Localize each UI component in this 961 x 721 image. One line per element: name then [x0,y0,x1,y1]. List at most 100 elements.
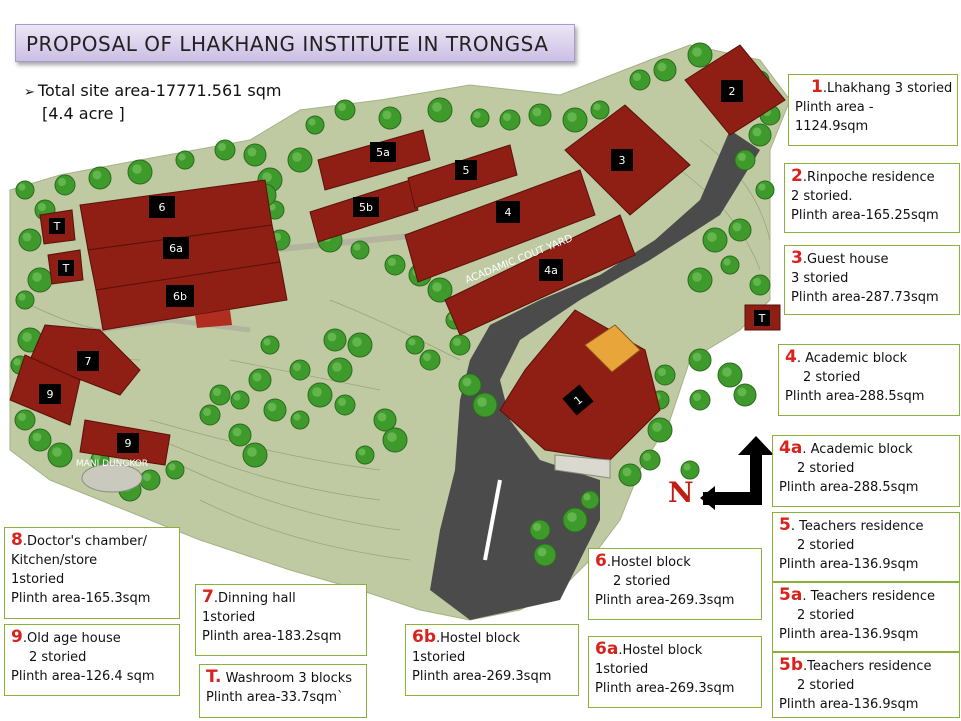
tree-highlight [52,447,62,457]
building-label-text: 4a [544,264,558,277]
building-label-bg [539,259,563,281]
tree-icon [499,109,521,131]
legend-number: T. [206,667,222,687]
building-3-label: 3 [611,149,633,171]
legend-line: 2 storied [803,370,861,385]
building-label-text: 2 [729,85,736,98]
building-7-label: 7 [77,351,99,371]
building-8-label: 9 [39,384,61,404]
legend-line: Plinth area-269.3sqm [412,669,552,684]
tree-icon [199,404,221,426]
tree-icon [419,349,441,371]
tree-highlight [252,372,262,382]
mani-dungkor-base [81,463,143,493]
legend-line: .Hostel block [436,631,520,646]
legend-box-7: 7.Dinning hall 1storied Plinth area-183.… [195,584,367,656]
tree-icon [290,410,310,430]
north-arrow-icon: N [668,436,774,510]
tree-highlight [178,153,186,161]
tree-highlight [377,412,387,422]
legend-box-4a: 4a. Academic block 2 storied Plinth area… [772,435,960,507]
building-2-label: 2 [721,80,743,102]
road-network [99,130,760,620]
tree-highlight [473,111,481,119]
legend-line: 1storied [412,650,466,665]
tree-highlight [18,293,26,301]
tree-highlight [537,547,547,557]
contour-line [679,169,761,271]
tree-icon [689,389,711,411]
tree-icon [720,255,740,275]
tree-icon [355,445,375,465]
tree-highlight [732,222,742,232]
tree-highlight [503,113,511,121]
tree-highlight [643,453,651,461]
tree-icon [350,240,370,260]
tree-highlight [22,332,32,342]
building-5-label: 5 [455,160,477,180]
building-label-text: 9 [125,437,132,450]
tree-highlight [652,422,662,432]
legend-box-washroom: T. Washroom 3 blocks Plinth area-33.7sqm… [199,664,367,718]
tree-icon [449,334,471,356]
building-label-bg [117,433,139,453]
legend-line: Plinth area-33.7sqm` [206,690,344,705]
tree-highlight [358,448,366,456]
tree-icon [214,139,236,161]
main-road [430,130,760,620]
tree-highlight [423,353,431,361]
building-label-bg [370,142,396,162]
building-label-bg [721,80,743,102]
tree-highlight [32,272,42,282]
legend-line: .Hostel block [618,643,703,658]
contour-line [329,299,461,361]
site-area-line1: Total site area-17771.561 sqm [37,81,282,100]
legend-number: 6 [595,551,607,571]
tree-highlight [692,352,702,362]
legend-line: . Academic block [796,351,908,366]
legend-line: 2 storied [797,678,855,693]
legend-line: 1storied [595,662,649,677]
legend-number: 5 [779,515,791,535]
building-label-text: 4 [505,206,512,219]
tree-highlight [293,363,301,371]
tree-icon [175,150,195,170]
tree-highlight [143,473,151,481]
tree-highlight [683,463,691,471]
building-label-bg [353,197,379,217]
tree-highlight [738,153,746,161]
tree-highlight [267,402,277,412]
legend-number: 5a [779,585,803,605]
legend-line: Kitchen/store [11,553,98,568]
tree-icon [260,335,280,355]
building-label-bg [39,384,61,404]
tree-highlight [408,338,416,346]
building-label-bg [58,260,74,276]
tree-highlight [622,467,632,477]
building-1-label-label: 1 [562,384,594,416]
building-label-bg [166,285,194,307]
legend-number: 8 [11,530,23,550]
legend-line: Plinth area - [795,100,874,115]
tree-highlight [203,408,211,416]
contour-line [199,499,411,561]
legend-line: . Teachers residence [802,589,935,604]
legend-number: 4a [779,438,803,458]
tree-highlight [338,103,346,111]
building-4a-label: 4a [539,259,563,281]
tree-icon [289,359,311,381]
legend-line: 3 storied [791,271,849,286]
legend-line: .Lhakhang 3 storied [822,81,953,96]
tree-icon [654,364,676,386]
tree-icon [470,108,490,128]
legend-line: Plinth area-136.9sqm [779,557,919,572]
tree-highlight [92,170,102,180]
washroom-3-label: T [754,310,770,326]
tree-icon [15,290,35,310]
legend-line: .Doctor's chamber/ [22,534,147,549]
legend-line: 1124.9sqm [795,119,869,134]
building-9-label: 9 [117,433,139,453]
tree-highlight [292,152,302,162]
washroom-1-label: T [49,218,65,234]
tree-highlight [382,110,392,120]
